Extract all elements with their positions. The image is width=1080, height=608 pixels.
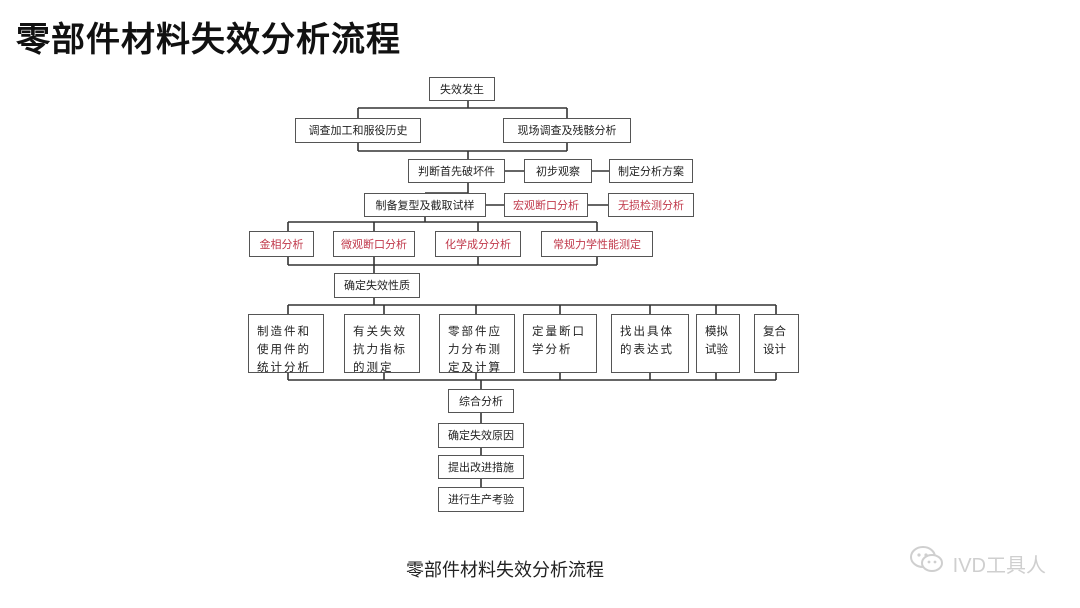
node-branch-6: 模拟试验	[696, 314, 740, 373]
watermark-text: IVD工具人	[952, 554, 1046, 577]
node-macro: 宏观断口分析	[504, 193, 588, 217]
node-ndt: 无损检测分析	[608, 193, 694, 217]
node-nature: 确定失效性质	[334, 273, 420, 298]
page-title: 零部件材料失效分析流程	[16, 20, 401, 60]
node-mech: 常规力学性能测定	[541, 231, 653, 257]
node-branch-2: 有关失效抗力指标的测定	[344, 314, 420, 374]
figure-caption: 零部件材料失效分析流程	[406, 560, 604, 581]
node-chem: 化学成分分析	[435, 231, 521, 257]
node-comprehensive: 综合分析	[448, 389, 514, 413]
node-metallo: 金相分析	[249, 231, 314, 257]
node-history: 调查加工和服役历史	[295, 118, 421, 143]
node-verify: 进行生产考验	[438, 487, 524, 512]
node-branch-7: 复合设计	[754, 314, 799, 373]
node-branch-4: 定量断口学分析	[523, 314, 597, 373]
node-initial-obs: 初步观察	[524, 159, 592, 183]
watermark: IVD工具人	[909, 545, 1046, 581]
wechat-icon	[909, 545, 945, 581]
node-measures: 提出改进措施	[438, 455, 524, 479]
node-start: 失效发生	[429, 77, 495, 101]
node-branch-5: 找出具体的表达式	[611, 314, 689, 373]
node-plan: 制定分析方案	[609, 159, 693, 183]
node-first-broken: 判断首先破坏件	[408, 159, 505, 183]
node-prep: 制备复型及截取试样	[364, 193, 486, 217]
node-branch-3: 零部件应力分布测定及计算	[439, 314, 515, 374]
node-micro: 微观断口分析	[333, 231, 415, 257]
node-cause: 确定失效原因	[438, 423, 524, 448]
node-onsite: 现场调查及残骸分析	[503, 118, 631, 143]
node-branch-1: 制造件和使用件的统计分析	[248, 314, 324, 374]
